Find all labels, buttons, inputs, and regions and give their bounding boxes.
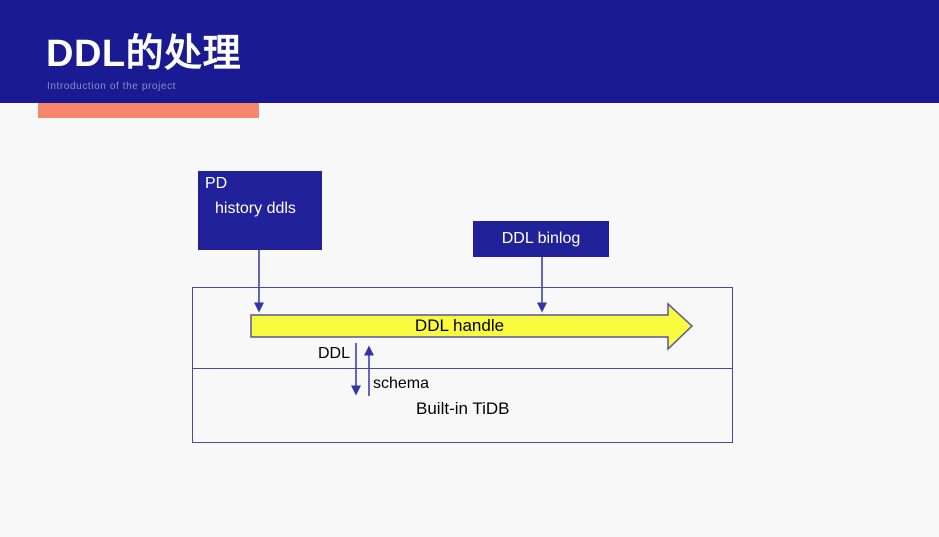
pd-box-title: PD (205, 175, 228, 192)
page-title: DDL的处理 (46, 33, 242, 75)
accent-bar (38, 103, 259, 118)
tidb-container-box (192, 287, 733, 443)
pd-box-history-ddls: history ddls (215, 200, 296, 217)
page-subtitle: Introduction of the project (47, 81, 177, 92)
ddl-binlog-box: DDL binlog (473, 221, 609, 257)
built-in-tidb-label: Built-in TiDB (416, 399, 510, 418)
pd-box: PD history ddls (198, 171, 322, 250)
slide-header: DDL的处理 Introduction of the project (0, 0, 939, 103)
container-divider-line (193, 368, 732, 369)
schema-label: schema (373, 375, 430, 392)
ddl-handle-label: DDL handle (414, 316, 505, 335)
ddl-label: DDL (318, 345, 351, 362)
